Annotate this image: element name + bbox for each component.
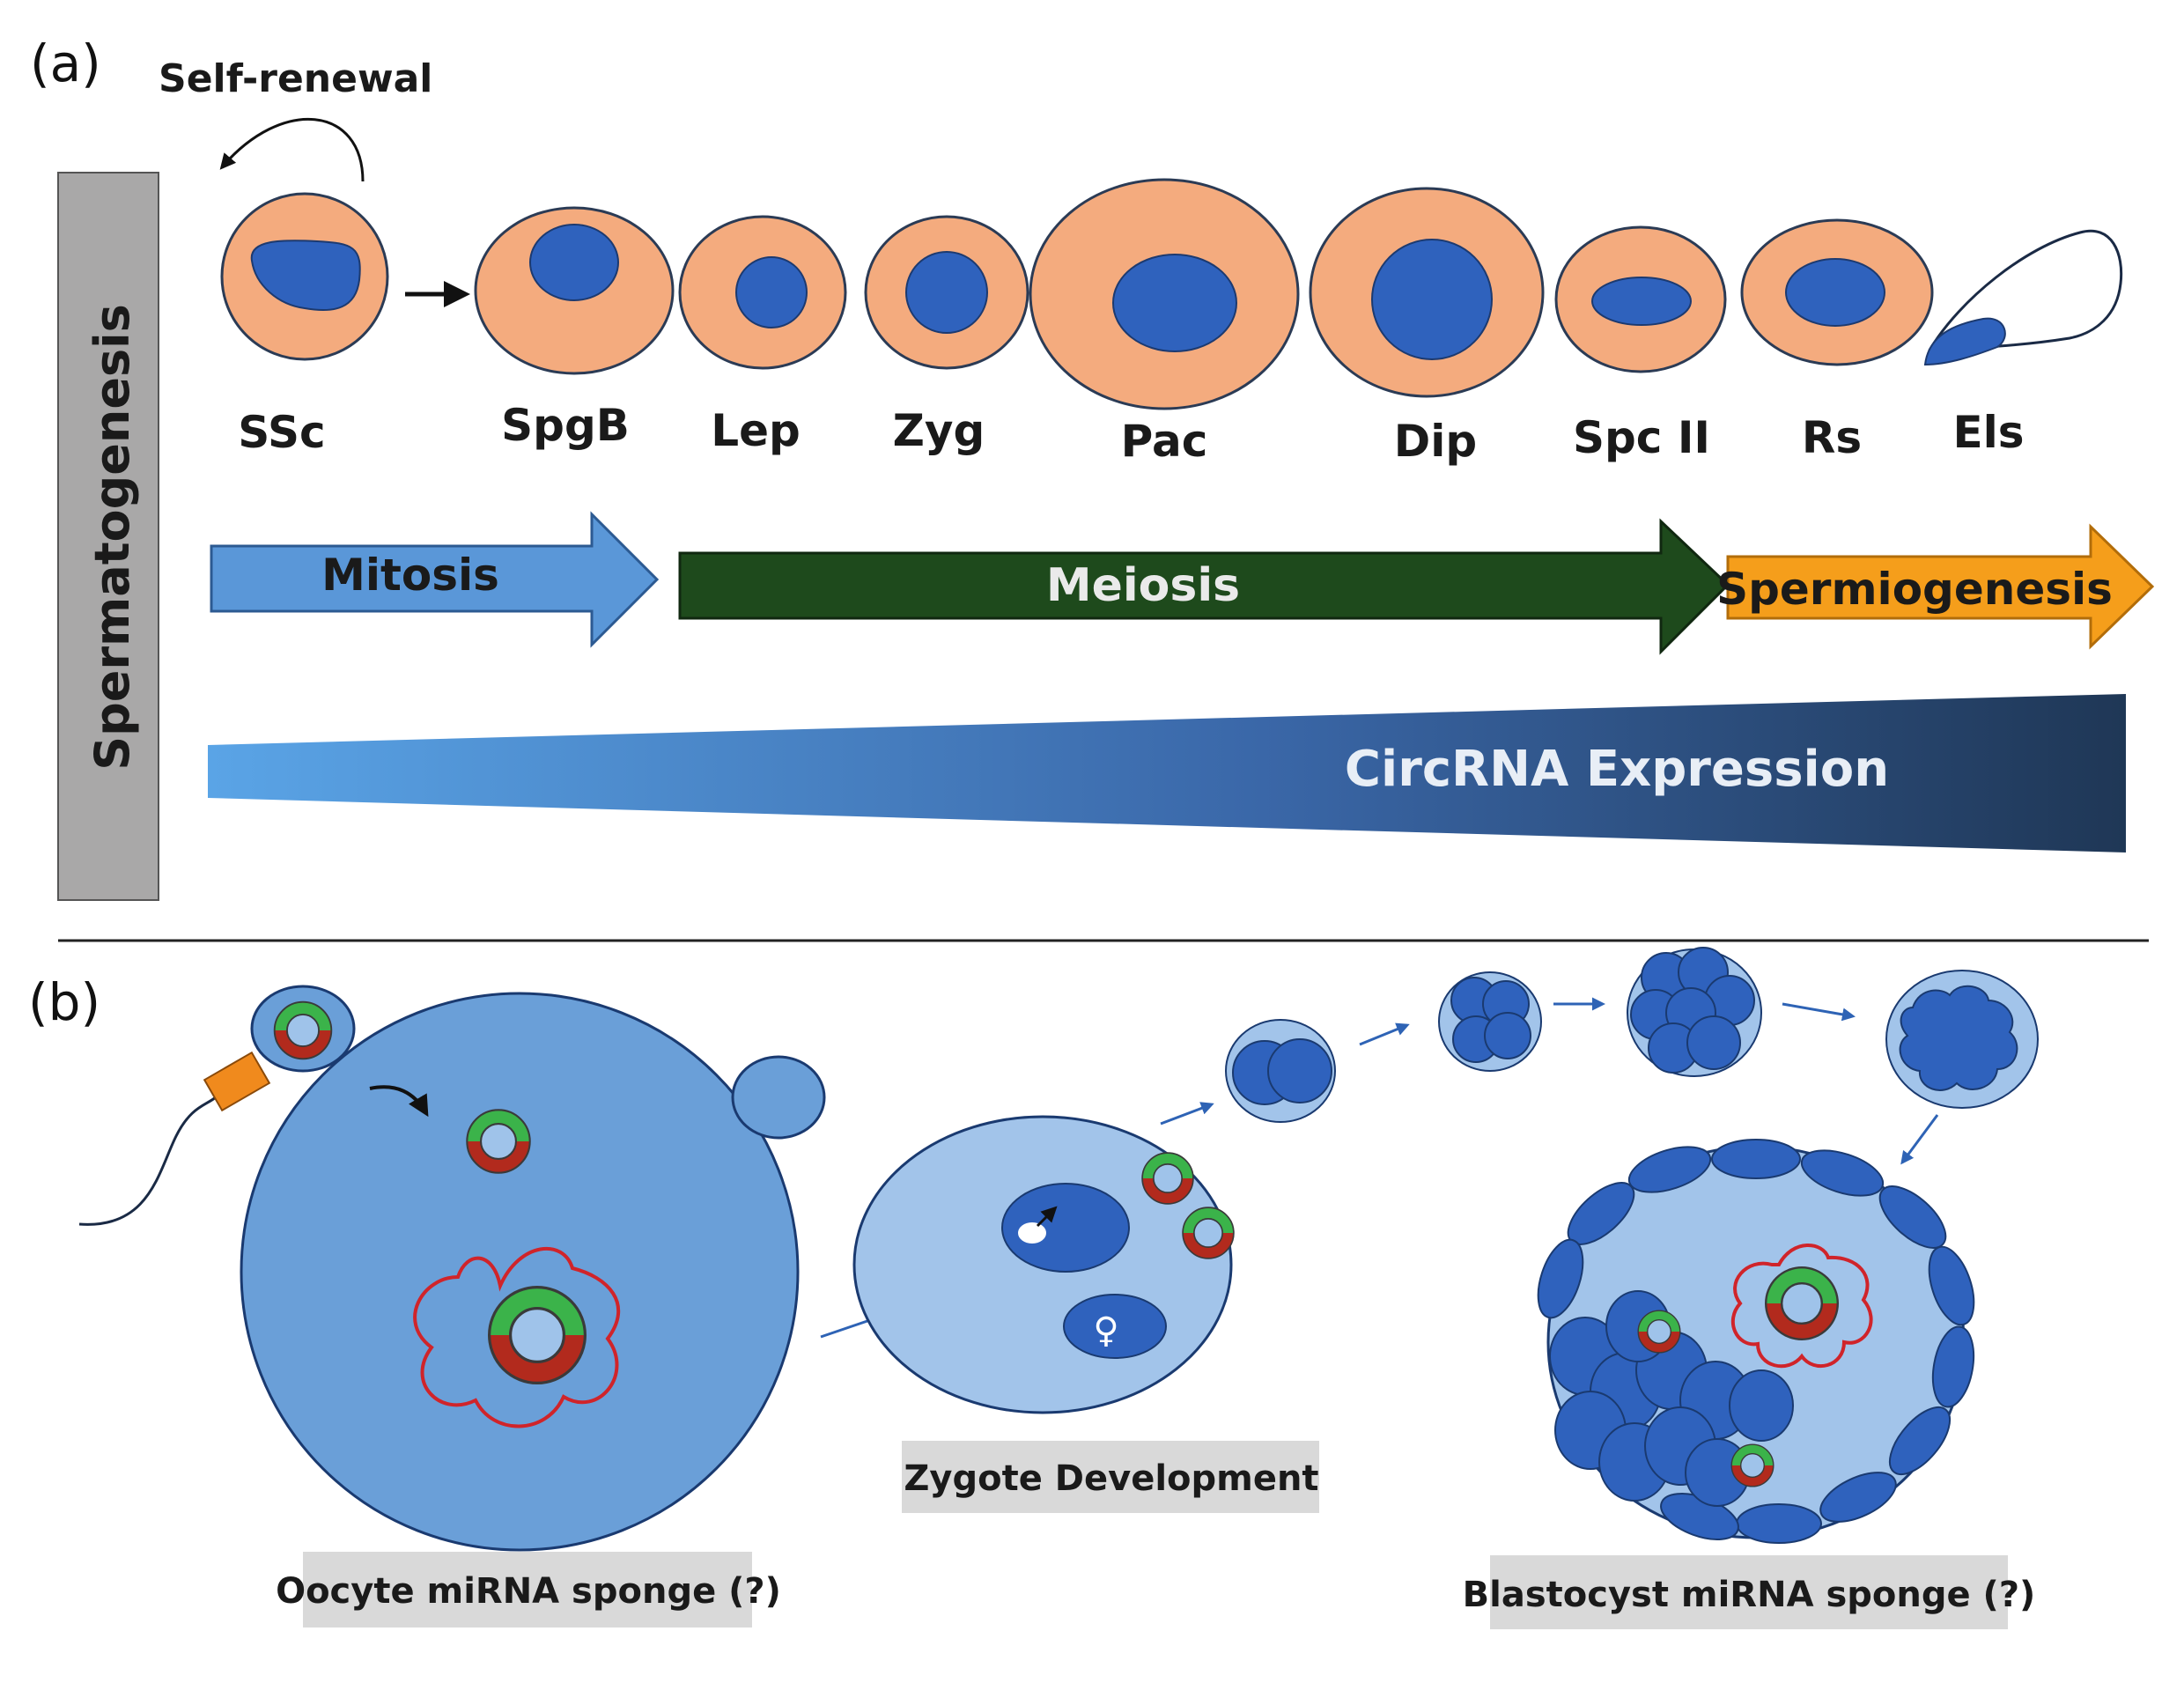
cell-lep bbox=[678, 215, 847, 370]
panel-a-letter: (a) bbox=[30, 33, 101, 93]
cell-els bbox=[1923, 229, 2123, 366]
oocyte-label-box bbox=[303, 1552, 752, 1628]
morula-to-blastocyst-arrow bbox=[1900, 1114, 1939, 1165]
cell-label-ssc: SSc bbox=[238, 407, 325, 458]
four-cell-embryo bbox=[1438, 971, 1542, 1072]
spermiogenesis-label: Spermiogenesis bbox=[1716, 564, 2113, 615]
cell-label-dip: Dip bbox=[1394, 416, 1477, 467]
meiosis-arrow: Meiosis bbox=[678, 518, 1730, 655]
circrna-expression-wedge bbox=[208, 694, 2126, 852]
blastocyst bbox=[1537, 1139, 1975, 1544]
self-renewal-arrow bbox=[219, 117, 365, 182]
cell-dip bbox=[1309, 187, 1545, 398]
cell-label-pac: Pac bbox=[1121, 416, 1208, 467]
zygote-label-box bbox=[902, 1441, 1319, 1513]
spermatogenesis-label: Spermatogenesis bbox=[85, 304, 140, 771]
cell-label-spgb: SpgB bbox=[501, 400, 630, 451]
oocyte bbox=[240, 992, 826, 1552]
spermatogenesis-bar bbox=[57, 172, 159, 901]
blastocyst-label-box bbox=[1490, 1555, 2008, 1629]
cell-spgb bbox=[474, 206, 675, 375]
cell-spc-ii bbox=[1554, 225, 1727, 373]
2cell-to-4cell-arrow bbox=[1359, 1022, 1410, 1046]
sperm bbox=[78, 985, 356, 1226]
panel-b-letter: (b) bbox=[28, 972, 100, 1032]
circrna-expression-label: CircRNA Expression bbox=[1345, 741, 1889, 798]
self-renewal-label: Self-renewal bbox=[159, 56, 432, 101]
cell-label-zyg: Zyg bbox=[893, 405, 985, 456]
cell-label-rs: Rs bbox=[1802, 412, 1862, 463]
mitosis-arrow: Mitosis bbox=[210, 511, 660, 648]
spermiogenesis-arrow: Spermiogenesis bbox=[1716, 523, 2155, 650]
cell-pac bbox=[1029, 178, 1300, 410]
cell-label-lep: Lep bbox=[711, 405, 801, 456]
mitosis-label: Mitosis bbox=[321, 550, 499, 601]
morula bbox=[1885, 970, 2039, 1109]
meiosis-label: Meiosis bbox=[1046, 559, 1240, 612]
8cell-to-morula-arrow bbox=[1782, 1002, 1856, 1022]
oocyte-label: Oocyte miRNA sponge (?) bbox=[276, 1571, 781, 1612]
cell-zyg bbox=[864, 215, 1029, 370]
cell-label-els: Els bbox=[1952, 407, 2024, 458]
cell-rs bbox=[1740, 218, 1934, 366]
blastocyst-label: Blastocyst miRNA sponge (?) bbox=[1463, 1575, 2036, 1615]
cell-label-spc-ii: Spc II bbox=[1573, 412, 1710, 463]
cell-ssc bbox=[220, 192, 389, 361]
blastocyst-mirna-sponge bbox=[1730, 1244, 1873, 1369]
female-pronucleus-symbol: ♀ bbox=[1093, 1310, 1118, 1351]
two-cell-embryo bbox=[1225, 1019, 1336, 1123]
zygote-to-2cell-arrow bbox=[1160, 1102, 1214, 1126]
oocyte-mirna-sponge bbox=[413, 1246, 621, 1428]
zygote: ♀ bbox=[852, 1115, 1235, 1414]
eight-cell-embryo bbox=[1627, 947, 1762, 1077]
zygote-label: Zygote Development bbox=[904, 1458, 1318, 1499]
